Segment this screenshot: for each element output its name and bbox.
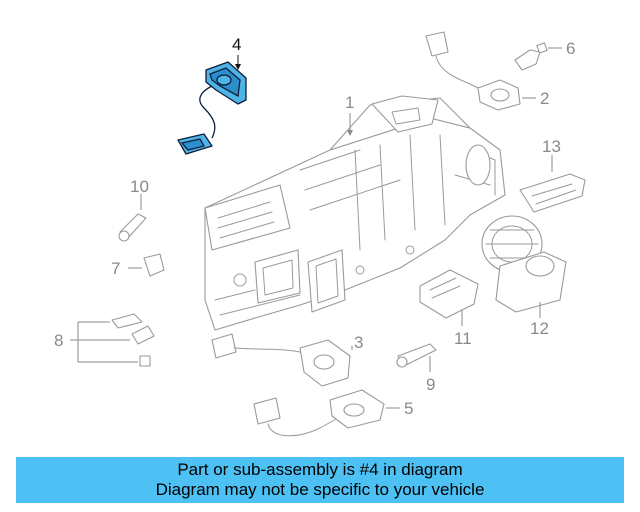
part-3-actuator[interactable] bbox=[211, 333, 353, 387]
part-5-actuator[interactable] bbox=[253, 389, 400, 437]
callout-8: 8 bbox=[54, 331, 63, 350]
callout-5: 5 bbox=[404, 399, 413, 418]
part-1-hvac-housing[interactable] bbox=[204, 95, 506, 331]
callout-13: 13 bbox=[542, 137, 561, 156]
callout-6: 6 bbox=[566, 39, 575, 58]
part-4-actuator-highlighted[interactable] bbox=[177, 55, 247, 155]
callout-12: 12 bbox=[530, 319, 549, 338]
info-banner: Part or sub-assembly is #4 in diagram Di… bbox=[16, 457, 624, 503]
part-12-blower-motor[interactable] bbox=[481, 215, 567, 318]
callout-11: 11 bbox=[454, 329, 472, 348]
banner-line-disclaimer: Diagram may not be specific to your vehi… bbox=[155, 480, 485, 499]
part-2-actuator[interactable] bbox=[425, 31, 536, 111]
part-7-clip[interactable] bbox=[128, 253, 165, 277]
callout-7: 7 bbox=[111, 259, 120, 278]
callout-2: 2 bbox=[540, 89, 549, 108]
callout-10: 10 bbox=[130, 177, 149, 196]
exploded-parts-diagram: 1 4 6 2 13 10 bbox=[54, 31, 586, 437]
part-13-control-module[interactable] bbox=[519, 155, 586, 213]
part-6-sensor[interactable] bbox=[514, 42, 562, 71]
banner-line-part-number: Part or sub-assembly is #4 in diagram bbox=[177, 460, 463, 479]
part-10-link[interactable] bbox=[118, 194, 147, 242]
part-8-fasteners[interactable] bbox=[70, 313, 155, 367]
callout-9: 9 bbox=[426, 375, 435, 394]
part-9-lever[interactable] bbox=[396, 343, 437, 372]
callout-3: 3 bbox=[354, 333, 363, 352]
callout-1: 1 bbox=[345, 93, 354, 112]
callout-4: 4 bbox=[232, 35, 241, 54]
part-11-resistor[interactable] bbox=[419, 269, 479, 326]
